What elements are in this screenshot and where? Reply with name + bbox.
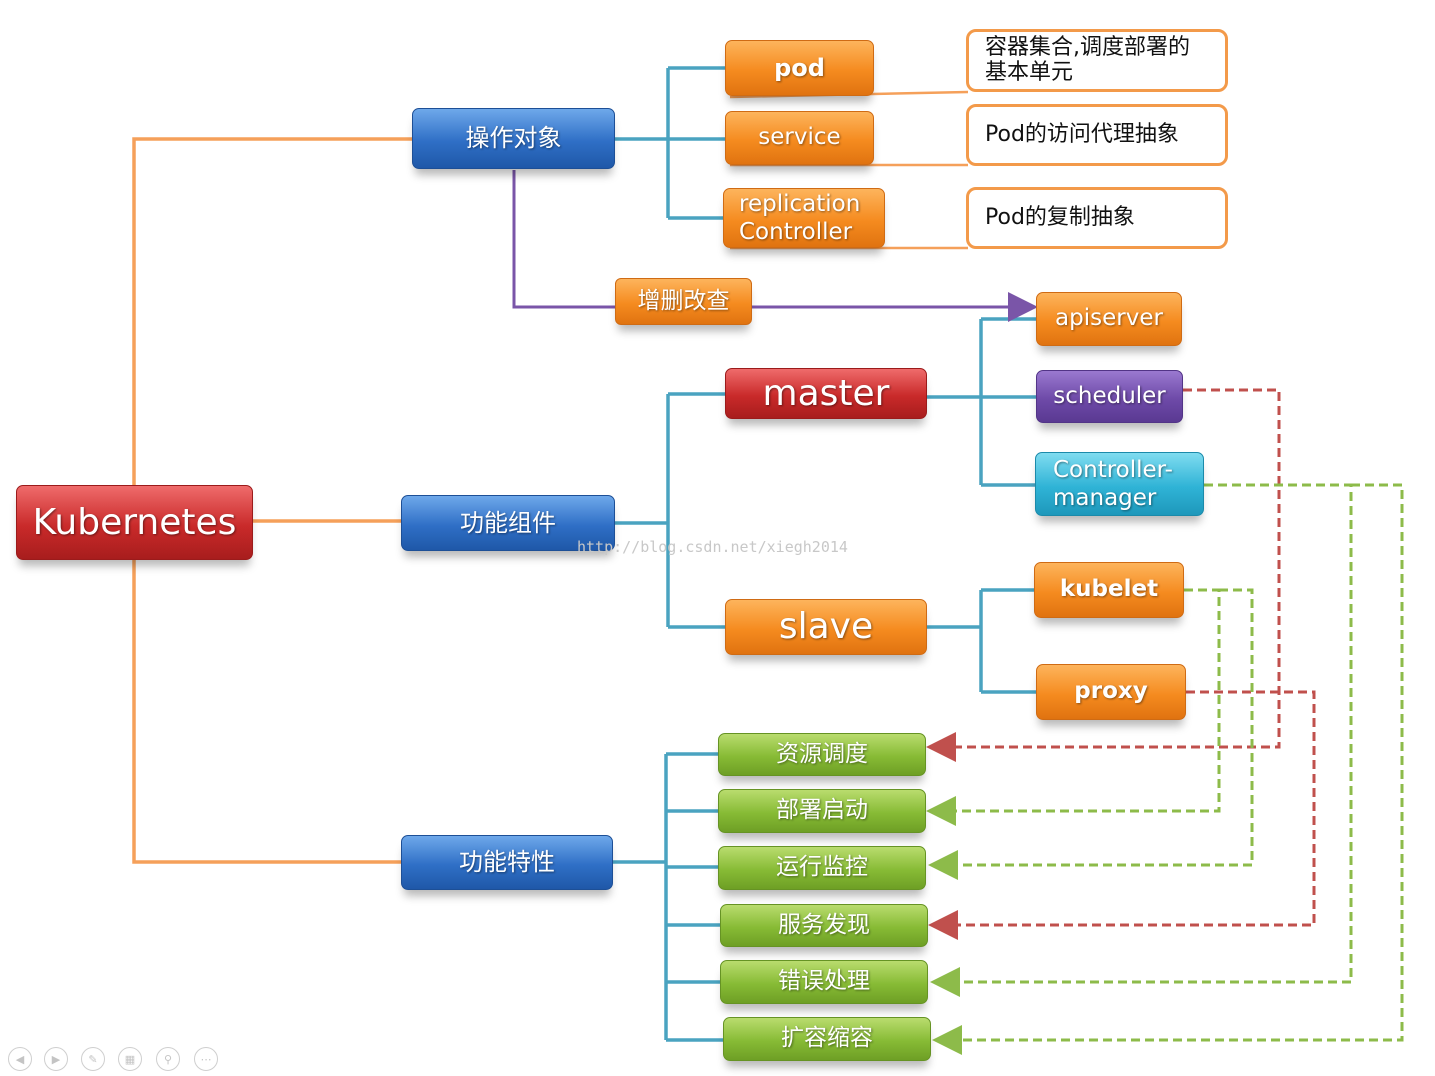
service-node[interactable]: service (725, 111, 874, 165)
apiserver-node[interactable]: apiserver (1036, 292, 1182, 346)
crud-arrow (512, 170, 1038, 322)
crud-node[interactable]: 增删改查 (615, 278, 752, 325)
pen-icon[interactable]: ✎ (81, 1047, 105, 1071)
category-operation-objects[interactable]: 操作对象 (412, 108, 615, 169)
scheduler-node[interactable]: scheduler (1036, 370, 1183, 423)
root-branches (132, 137, 413, 864)
category-function-components[interactable]: 功能组件 (401, 495, 615, 551)
category-function-features[interactable]: 功能特性 (401, 835, 613, 890)
teal-branches (613, 66, 1037, 1042)
controller-scale-link (932, 483, 1404, 1055)
service-note: Pod的访问代理抽象 (966, 104, 1228, 166)
replication-controller-node[interactable]: replication Controller (723, 188, 885, 248)
feature-resource-scheduling[interactable]: 资源调度 (718, 733, 926, 776)
proxy-node[interactable]: proxy (1036, 664, 1186, 720)
feature-scaling[interactable]: 扩容缩容 (723, 1017, 931, 1061)
feature-links (926, 388, 1404, 1055)
controller-manager-node[interactable]: Controller-manager (1035, 452, 1204, 516)
more-icon[interactable]: ⋯ (194, 1047, 218, 1071)
prev-icon[interactable]: ◀ (8, 1047, 32, 1071)
replication-controller-note: Pod的复制抽象 (966, 187, 1228, 249)
watermark: http://blog.csdn.net/xiegh2014 (577, 538, 848, 556)
kubelet-monitor-link (928, 588, 1254, 880)
kubelet-node[interactable]: kubelet (1034, 562, 1184, 618)
zoom-icon[interactable]: ⚲ (156, 1047, 180, 1071)
kubelet-deploy-link (926, 588, 1221, 826)
master-node[interactable]: master (725, 368, 927, 419)
feature-deploy-start[interactable]: 部署启动 (718, 789, 926, 833)
next-icon[interactable]: ▶ (44, 1047, 68, 1071)
proxy-link (928, 690, 1316, 940)
kubernetes-node[interactable]: Kubernetes (16, 485, 253, 560)
pod-node[interactable]: pod (725, 40, 874, 96)
scheduler-link (926, 388, 1281, 762)
feature-error-handling[interactable]: 错误处理 (720, 960, 928, 1004)
feature-service-discovery[interactable]: 服务发现 (720, 904, 928, 947)
pod-note: 容器集合,调度部署的基本单元 (966, 29, 1228, 92)
controller-error-link (930, 483, 1353, 997)
feature-run-monitor[interactable]: 运行监控 (718, 846, 926, 890)
slides-icon[interactable]: ▦ (118, 1047, 142, 1071)
slave-node[interactable]: slave (725, 599, 927, 655)
